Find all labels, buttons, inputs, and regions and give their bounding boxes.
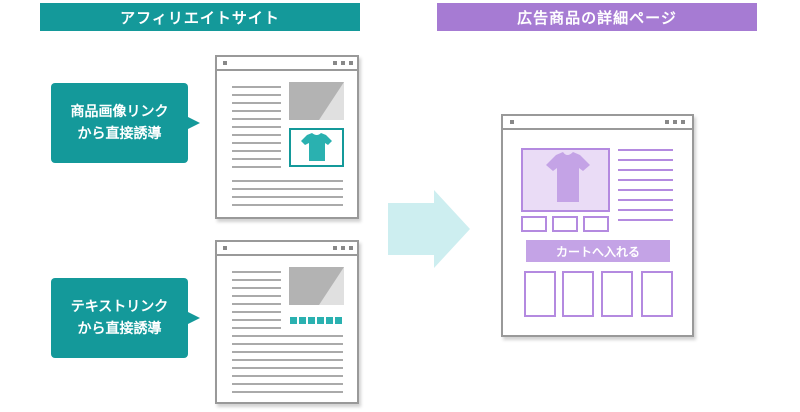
image-link-callout-line2: から直接誘導 (77, 126, 162, 142)
text-link-squares (290, 317, 342, 324)
tshirt-icon (546, 152, 590, 202)
image-link-callout: 商品画像リンク から直接誘導 (51, 83, 200, 163)
text-link-callout-line2: から直接誘導 (77, 321, 162, 337)
image-link-callout-line1: 商品画像リンク (70, 104, 169, 120)
product-description-lines (618, 149, 673, 221)
window-titlebar (503, 116, 692, 130)
affiliate-site-header: アフィリエイトサイト (40, 3, 360, 31)
text-link-callout-line1: テキストリンク (70, 299, 169, 315)
text-link-callout: テキストリンク から直接誘導 (51, 278, 200, 358)
tshirt-icon (301, 133, 332, 161)
add-to-cart-button[interactable]: カートへ入れる (526, 240, 670, 262)
affiliate-page-window-text (215, 240, 359, 404)
image-placeholder (289, 82, 344, 120)
affiliate-page-window-image (215, 55, 359, 219)
product-detail-header: 広告商品の詳細ページ (437, 3, 757, 31)
affiliate-page-content (232, 82, 344, 206)
product-image (521, 148, 610, 212)
product-detail-window: カートへ入れる (501, 114, 694, 337)
related-items (524, 271, 673, 317)
affiliate-page-content (232, 267, 344, 393)
thumbnail-row (521, 216, 609, 232)
window-titlebar (217, 57, 357, 71)
flow-arrow (388, 190, 470, 268)
product-image-link (289, 128, 344, 167)
window-titlebar (217, 242, 357, 256)
image-placeholder (289, 267, 344, 305)
product-detail-content (521, 148, 673, 317)
